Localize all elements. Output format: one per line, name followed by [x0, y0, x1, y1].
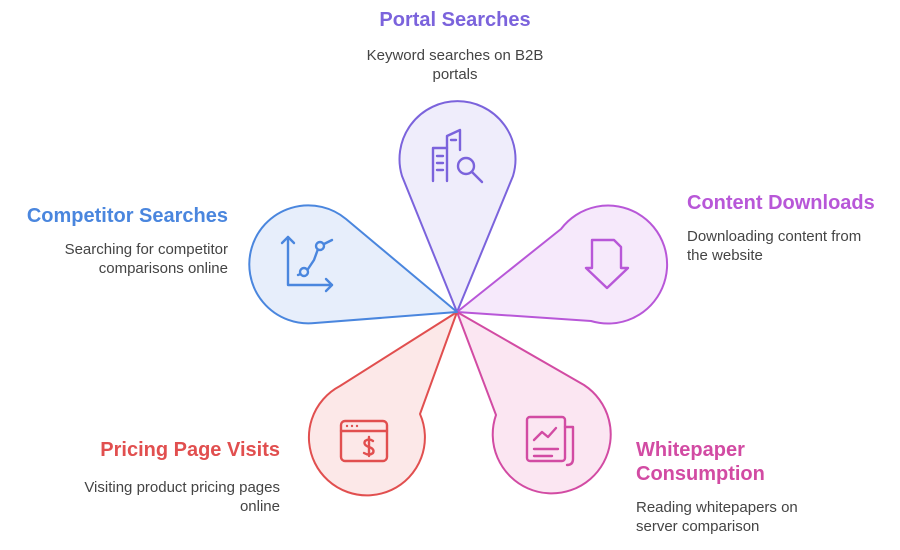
content-downloads-title: Content Downloads: [687, 192, 875, 214]
description-line: Reading whitepapers on: [636, 499, 798, 516]
description-line: online: [239, 498, 280, 515]
browser-dollar-icon: [339, 419, 389, 463]
description-line: comparisons online: [98, 260, 228, 277]
pricing-page-visits-title: Pricing Page Visits: [100, 439, 280, 461]
portal-searches-description: Keyword searches on B2B portals: [305, 46, 605, 84]
whitepaper-consumption-description: Reading whitepapers on server comparison: [636, 498, 856, 536]
petal-whitepaper-consumption: [456, 311, 612, 495]
description-line: server comparison: [636, 518, 760, 535]
petal-portal-searches: [398, 100, 517, 313]
download-file-icon: [584, 238, 630, 290]
description-line: Downloading content from: [687, 228, 862, 245]
petal-competitor-searches: [248, 204, 458, 325]
line-chart-icon: [280, 235, 334, 293]
description-line: the website: [687, 247, 763, 264]
petal-content-downloads: [456, 204, 669, 325]
label-portal-searches: Portal Searches Keyword searches on B2B …: [305, 8, 605, 84]
building-search-icon: [431, 128, 484, 184]
portal-searches-title: Portal Searches: [379, 9, 531, 31]
report-chart-icon: [525, 415, 575, 467]
description-line: Searching for competitor: [64, 241, 228, 258]
label-pricing-page-visits: Pricing Page Visits Visiting product pri…: [40, 438, 280, 516]
content-downloads-description: Downloading content from the website: [687, 227, 892, 265]
description-line: Keyword searches on B2B: [366, 47, 544, 64]
label-competitor-searches: Competitor Searches Searching for compet…: [10, 204, 228, 278]
petal-pricing-page-visits: [307, 311, 458, 497]
label-content-downloads: Content Downloads Downloading content fr…: [687, 191, 892, 265]
pricing-page-visits-description: Visiting product pricing pages online: [40, 478, 280, 516]
description-line: Visiting product pricing pages: [84, 479, 280, 496]
competitor-searches-description: Searching for competitor comparisons onl…: [10, 240, 228, 278]
description-line: portals: [432, 66, 478, 83]
whitepaper-consumption-title: Whitepaper Consumption: [636, 438, 856, 486]
title-line: Whitepaper: [636, 439, 745, 461]
label-whitepaper-consumption: Whitepaper Consumption Reading whitepape…: [636, 438, 856, 536]
title-line: Consumption: [636, 463, 765, 485]
competitor-searches-title: Competitor Searches: [26, 205, 228, 227]
